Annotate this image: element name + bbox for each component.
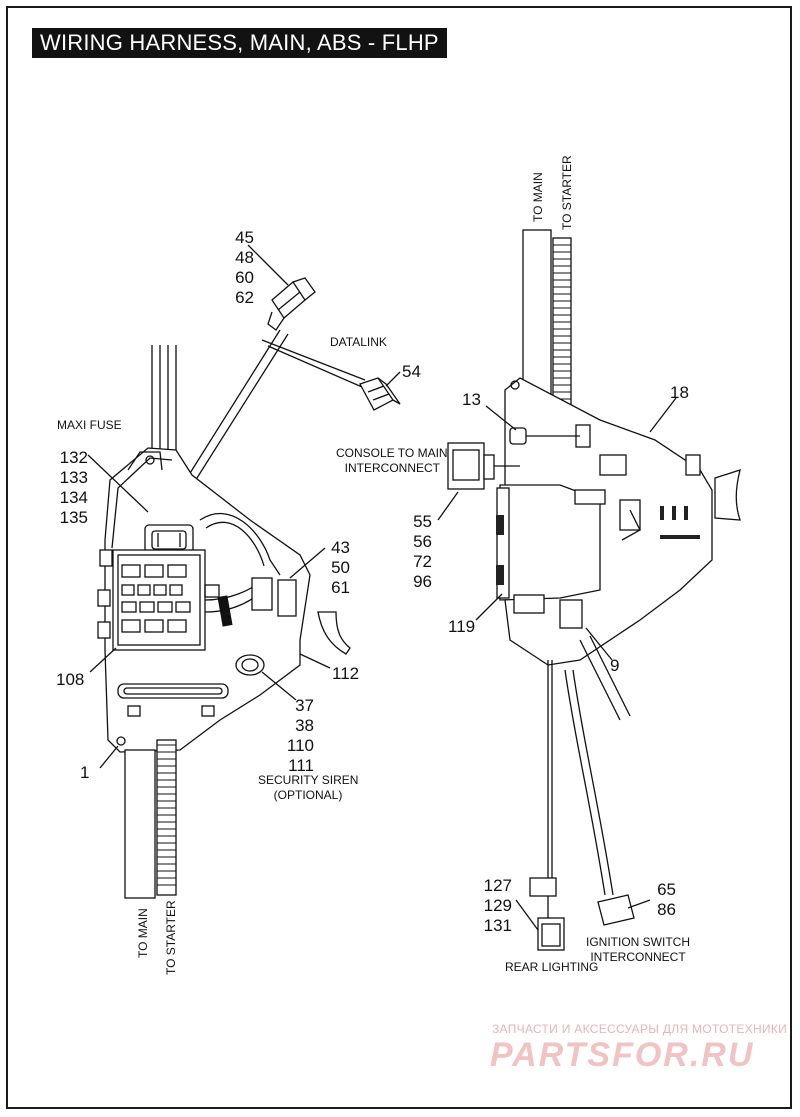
callout-console: 55 56 72 96	[404, 512, 432, 592]
watermark-tagline: ЗАПЧАСТИ И АКСЕССУАРЫ ДЛЯ МОТОТЕХНИКИ	[492, 1022, 788, 1036]
ref-54: 54	[402, 362, 421, 381]
siren-label-line1: SECURITY SIREN	[258, 773, 359, 787]
ref-1: 1	[80, 763, 90, 782]
siren-connector	[235, 654, 265, 676]
console-label-line2: INTERCONNECT	[344, 461, 440, 475]
ref-96: 96	[413, 572, 432, 591]
top-connector	[267, 277, 316, 331]
ref-9: 9	[610, 656, 620, 675]
left-to-main-label: TO MAIN	[136, 908, 150, 958]
ignition-label-line1: IGNITION SWITCH	[586, 935, 690, 949]
siren-label-line2: (OPTIONAL)	[273, 788, 343, 802]
console-label: CONSOLE TO MAIN INTERCONNECT	[336, 446, 448, 476]
console-connector	[447, 442, 520, 490]
ignition-label-line2: INTERCONNECT	[590, 950, 686, 964]
ref-111: 111	[288, 756, 314, 775]
callout-ignition: 65 86	[650, 880, 676, 920]
ref-50: 50	[331, 558, 350, 577]
ref-61: 61	[331, 578, 350, 597]
ref-131: 131	[483, 916, 512, 935]
ref-133: 133	[59, 468, 88, 487]
callout-relay: 43 50 61	[322, 538, 350, 598]
ref-13: 13	[462, 390, 481, 409]
datalink-connector	[359, 377, 401, 411]
ref-127: 127	[483, 876, 512, 895]
datalink-label: DATALINK	[330, 335, 387, 349]
ref-86: 86	[657, 900, 676, 919]
left-to-starter-label: TO STARTER	[164, 900, 178, 975]
ref-72: 72	[413, 552, 432, 571]
ref-134: 134	[59, 488, 88, 507]
ref-37: 37	[295, 696, 314, 715]
ref-48: 48	[235, 248, 254, 267]
left-harness-assembly	[87, 244, 401, 899]
right-to-main-label: TO MAIN	[531, 172, 545, 222]
rear-lighting-label: REAR LIGHTING	[505, 960, 599, 974]
right-harness-assembly	[437, 229, 741, 951]
ref-18: 18	[670, 383, 689, 402]
ref-112: 112	[332, 664, 360, 683]
ref-60: 60	[235, 268, 254, 287]
ref-65: 65	[657, 880, 676, 899]
ref-110: 110	[286, 736, 314, 755]
ref-56: 56	[413, 532, 432, 551]
ref-119: 119	[448, 617, 476, 636]
watermark-logo: PARTSFOR.RU	[490, 1036, 755, 1074]
callout-maxi-fuse: 132 133 134 135	[50, 448, 88, 528]
maxi-fuse-holder	[144, 524, 194, 556]
ref-129: 129	[483, 896, 512, 915]
ref-108: 108	[56, 670, 85, 689]
siren-label: SECURITY SIREN (OPTIONAL)	[258, 773, 358, 803]
right-to-starter-label: TO STARTER	[560, 155, 574, 230]
ref-135: 135	[59, 508, 88, 527]
ref-45: 45	[235, 228, 254, 247]
ref-43: 43	[331, 538, 350, 557]
ignition-label: IGNITION SWITCH INTERCONNECT	[586, 935, 690, 965]
console-label-line1: CONSOLE TO MAIN	[336, 446, 448, 460]
page-title: WIRING HARNESS, MAIN, ABS - FLHP	[32, 28, 447, 58]
callout-siren: 37 38 110 111	[282, 696, 314, 776]
ref-132: 132	[59, 448, 88, 467]
callout-top-connector: 45 48 60 62	[224, 228, 254, 308]
ref-62: 62	[235, 288, 254, 307]
ref-55: 55	[413, 512, 432, 531]
fuse-relay-box	[112, 549, 206, 651]
maxi-fuse-label: MAXI FUSE	[57, 418, 122, 432]
callout-rear-lighting: 127 129 131	[476, 876, 512, 936]
ref-38: 38	[295, 716, 314, 735]
